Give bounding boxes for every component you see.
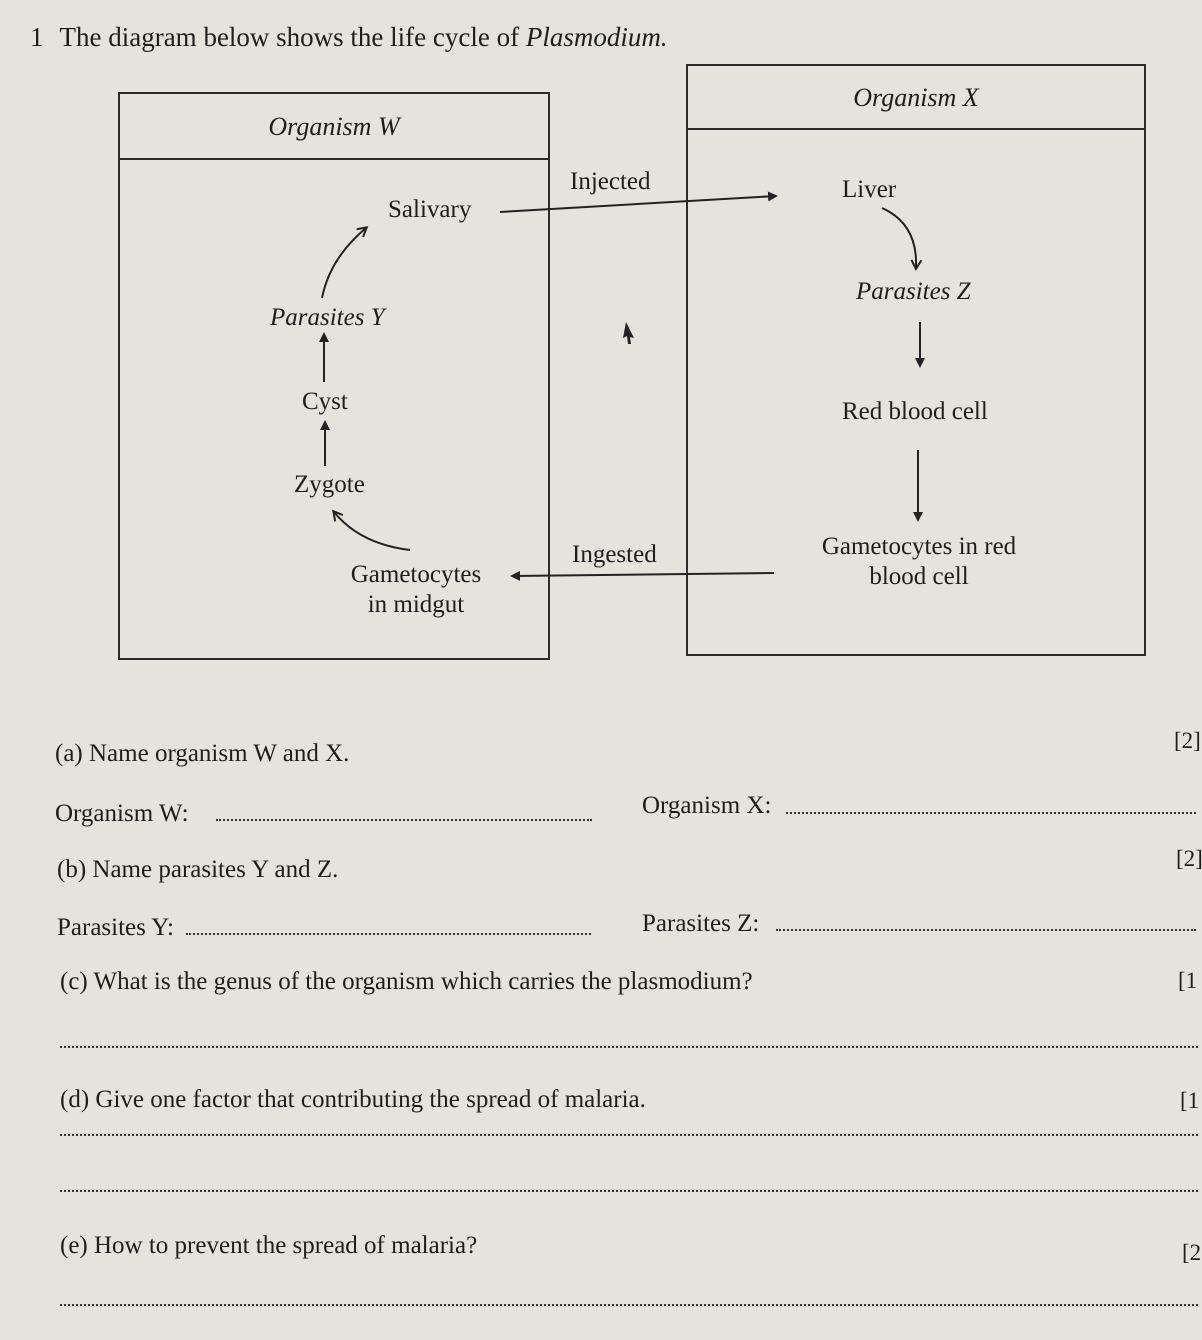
liver-label: Liver <box>842 176 897 203</box>
question-title: 1 The diagram below shows the life cycle … <box>30 22 668 53</box>
parasites-y-label: Parasites Y <box>270 304 385 331</box>
parasites-z-label: Parasites Z <box>856 278 971 305</box>
organism-w-title: Organism W <box>268 112 400 141</box>
part-d-marks: [1 <box>1180 1088 1200 1113</box>
part-e-answer-line[interactable] <box>60 1304 1198 1306</box>
organism-x-box: Organism X <box>686 64 1146 656</box>
part-d-question: (d) Give one factor that contributing th… <box>60 1086 646 1113</box>
cyst-label: Cyst <box>302 388 348 415</box>
organism-w-header: Organism W <box>120 94 548 160</box>
question-intro: The diagram below shows the life cycle o… <box>59 22 520 52</box>
part-a-question: (a) Name organism W and X. <box>55 740 350 767</box>
parasites-z-answer-line[interactable] <box>776 929 1196 931</box>
part-c-marks: [1 <box>1178 968 1198 993</box>
gametocytes-rbc-line2: blood cell <box>869 563 969 590</box>
gametocytes-rbc-label: Gametocytes in red blood cell <box>796 533 1042 591</box>
organism-w-answer-label: Organism W: <box>55 800 189 827</box>
question-number: 1 <box>30 22 44 52</box>
gametocytes-rbc-line1: Gametocytes in red <box>821 533 1017 560</box>
salivary-label: Salivary <box>388 196 472 223</box>
gametocytes-midgut-line2: in midgut <box>367 591 465 618</box>
parasites-y-answer-line[interactable] <box>186 933 591 935</box>
parasites-z-answer-label: Parasites Z: <box>642 910 760 937</box>
gametocytes-midgut-label: Gametocytes in midgut <box>338 561 494 619</box>
part-b-marks: [2] <box>1176 846 1202 871</box>
part-c-answer-line[interactable] <box>60 1046 1198 1048</box>
organism-x-header: Organism X <box>688 66 1144 130</box>
red-blood-cell-label: Red blood cell <box>842 398 988 425</box>
ingested-label: Ingested <box>572 541 657 568</box>
organism-w-box: Organism W <box>118 92 550 660</box>
part-e-question: (e) How to prevent the spread of malaria… <box>60 1232 478 1259</box>
organism-x-answer-line[interactable] <box>786 812 1196 814</box>
organism-w-answer-line[interactable] <box>216 819 592 821</box>
part-d-answer-line-2[interactable] <box>60 1190 1198 1192</box>
organism-x-title: Organism X <box>853 83 979 112</box>
part-e-marks: [2 <box>1182 1240 1202 1265</box>
question-organism: Plasmodium. <box>525 22 668 52</box>
part-d-answer-line-1[interactable] <box>60 1134 1198 1136</box>
zygote-label: Zygote <box>294 471 365 498</box>
organism-x-answer-label: Organism X: <box>642 792 772 819</box>
injected-label: Injected <box>570 168 651 195</box>
parasites-y-answer-label: Parasites Y: <box>57 914 174 941</box>
cursor-icon <box>623 322 634 344</box>
gametocytes-midgut-line1: Gametocytes <box>350 561 482 588</box>
part-c-question: (c) What is the genus of the organism wh… <box>60 968 753 995</box>
part-a-marks: [2] <box>1174 728 1201 753</box>
part-b-question: (b) Name parasites Y and Z. <box>57 856 339 883</box>
